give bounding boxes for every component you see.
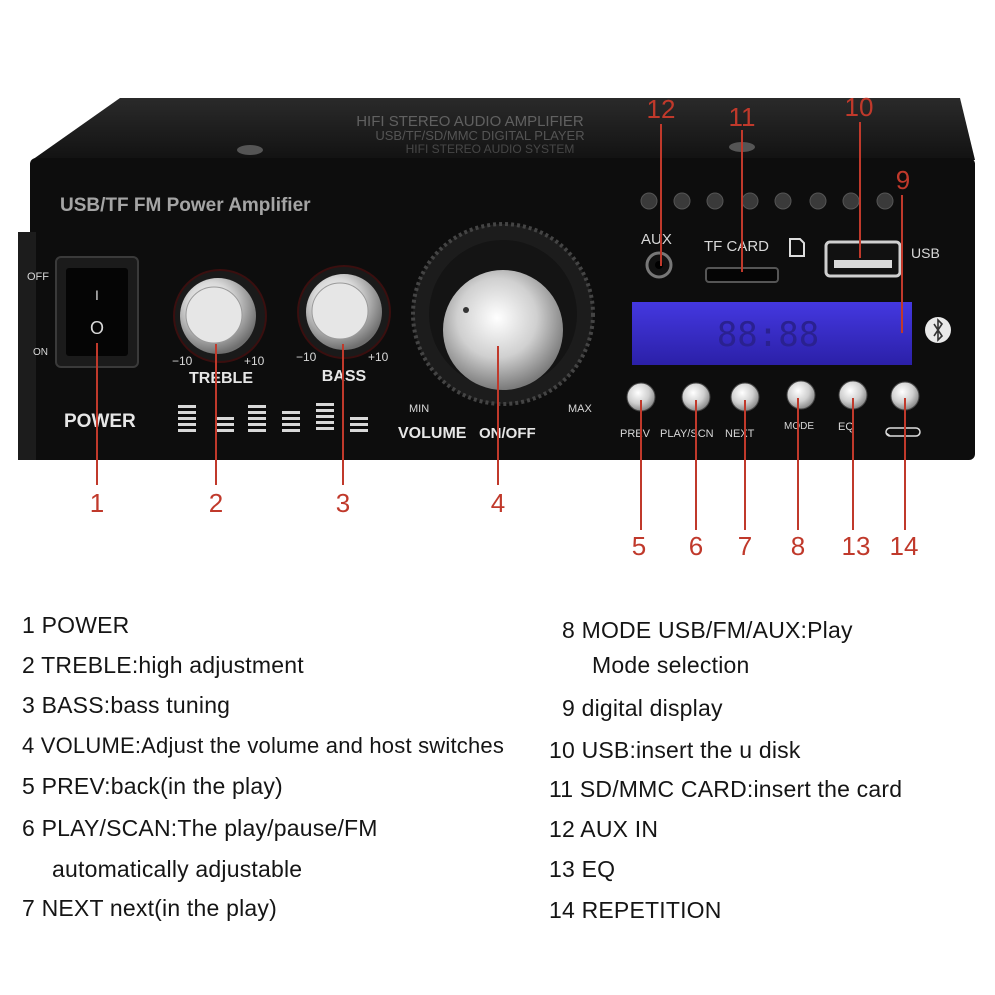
treble-label: TREBLE xyxy=(189,370,253,387)
callout-3: 3 xyxy=(336,488,350,518)
bass-min-label: −10 xyxy=(296,350,317,364)
usb-label: USB xyxy=(911,245,940,261)
screw-left xyxy=(237,145,263,155)
callout-13: 13 xyxy=(842,531,871,561)
bass-label: BASS xyxy=(322,368,367,385)
legend-right-13: 13 EQ xyxy=(549,856,616,882)
prev-label: PREV xyxy=(620,428,651,440)
brand-text: USB/TF FM Power Amplifier xyxy=(60,195,311,216)
sd-card-icon xyxy=(789,238,805,257)
next-label: NEXT xyxy=(725,428,755,440)
led-row xyxy=(640,192,894,210)
switch-symbol-off: O xyxy=(90,318,104,338)
callout-14: 14 xyxy=(890,531,919,561)
legend-right-8b: Mode selection xyxy=(592,652,750,678)
legend-left-1: 1 POWER xyxy=(22,612,130,638)
bluetooth-icon xyxy=(933,318,944,342)
legend-left-6b: automatically adjustable xyxy=(52,856,303,882)
volume-onoff-label: ON/OFF xyxy=(479,425,536,442)
callout-5: 5 xyxy=(632,531,646,561)
volume-knob[interactable] xyxy=(443,270,563,390)
volume-knob-indicator xyxy=(463,307,469,313)
switch-on-label: ON xyxy=(33,347,48,358)
eq-label: EQ xyxy=(838,421,854,433)
treble-min-label: −10 xyxy=(172,354,193,368)
callout-2: 2 xyxy=(209,488,223,518)
callout-lines xyxy=(96,122,906,530)
callout-11: 11 xyxy=(729,102,756,132)
callout-7: 7 xyxy=(738,531,752,561)
usb-port-tongue xyxy=(834,260,892,268)
legend-left-7: 7 NEXT next(in the play) xyxy=(22,895,277,921)
callout-4: 4 xyxy=(491,488,505,518)
top-print-line2: USB/TF/SD/MMC DIGITAL PLAYER xyxy=(375,128,584,143)
legend-right-8: 8 MODE USB/FM/AUX:Play xyxy=(562,617,853,643)
legend-left-2: 2 TREBLE:high adjustment xyxy=(22,652,304,678)
tf-card-label: TF CARD xyxy=(704,238,769,255)
top-print-line3: HIFI STEREO AUDIO SYSTEM xyxy=(406,142,575,156)
eq-graphic xyxy=(178,403,368,432)
usb-port[interactable] xyxy=(824,240,902,278)
repeat-icon xyxy=(885,427,921,437)
switch-off-label: OFF xyxy=(27,271,49,283)
volume-min-label: MIN xyxy=(409,403,429,415)
legend-right-10: 10 USB:insert the u disk xyxy=(549,737,801,763)
play-scn-label: PLAY/SCN xyxy=(660,428,714,440)
power-label: POWER xyxy=(64,411,136,432)
callout-10: 10 xyxy=(845,92,874,122)
callout-9: 9 xyxy=(896,165,910,195)
legend-left-6: 6 PLAY/SCAN:The play/pause/FM xyxy=(22,815,378,841)
callout-1: 1 xyxy=(90,488,104,518)
callout-6: 6 xyxy=(689,531,703,561)
callout-8: 8 xyxy=(791,531,805,561)
legend-right-9: 9 digital display xyxy=(562,695,723,721)
digital-display xyxy=(632,302,912,365)
legend-right-11: 11 SD/MMC CARD:insert the card xyxy=(549,776,903,802)
mode-button[interactable] xyxy=(786,380,816,410)
front-bevel xyxy=(18,232,36,460)
top-print-line1: HIFI STEREO AUDIO AMPLIFIER xyxy=(356,113,584,130)
legend-right-14: 14 REPETITION xyxy=(549,897,722,923)
aux-label: AUX xyxy=(641,231,672,248)
callout-12: 12 xyxy=(647,94,676,124)
switch-symbol-on: I xyxy=(95,287,99,303)
power-switch-rocker[interactable] xyxy=(66,268,128,356)
legend-left-4: 4 VOLUME:Adjust the volume and host swit… xyxy=(22,733,505,758)
mode-label: MODE xyxy=(784,421,814,432)
treble-max-label: +10 xyxy=(244,354,265,368)
volume-label: VOLUME xyxy=(398,425,467,442)
legend-left-3: 3 BASS:bass tuning xyxy=(22,692,231,718)
legend-left-5: 5 PREV:back(in the play) xyxy=(22,773,283,799)
treble-knob-cap xyxy=(185,286,243,344)
legend-right-12: 12 AUX IN xyxy=(549,816,659,842)
bass-knob-cap xyxy=(311,282,369,340)
display-text: 88:88 xyxy=(717,315,819,355)
bass-max-label: +10 xyxy=(368,350,389,364)
volume-max-label: MAX xyxy=(568,403,593,415)
